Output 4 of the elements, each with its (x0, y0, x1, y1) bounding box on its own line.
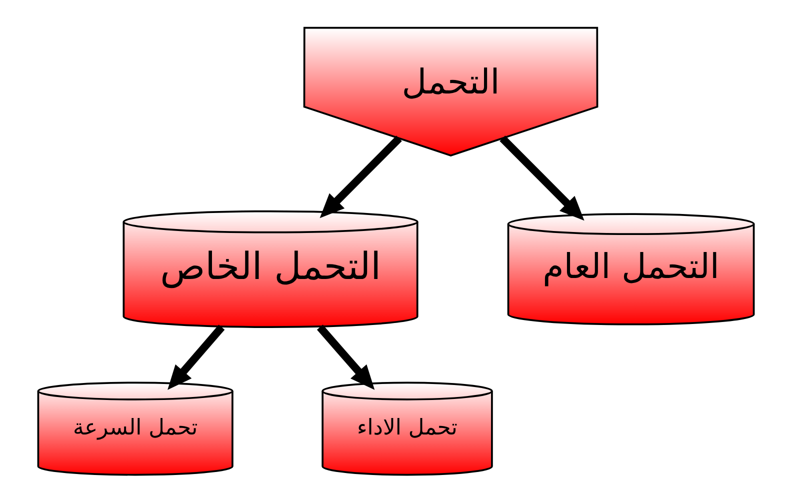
arrow (316, 324, 375, 390)
arrow (320, 136, 402, 218)
arrow (500, 136, 584, 221)
arrow (168, 324, 225, 390)
